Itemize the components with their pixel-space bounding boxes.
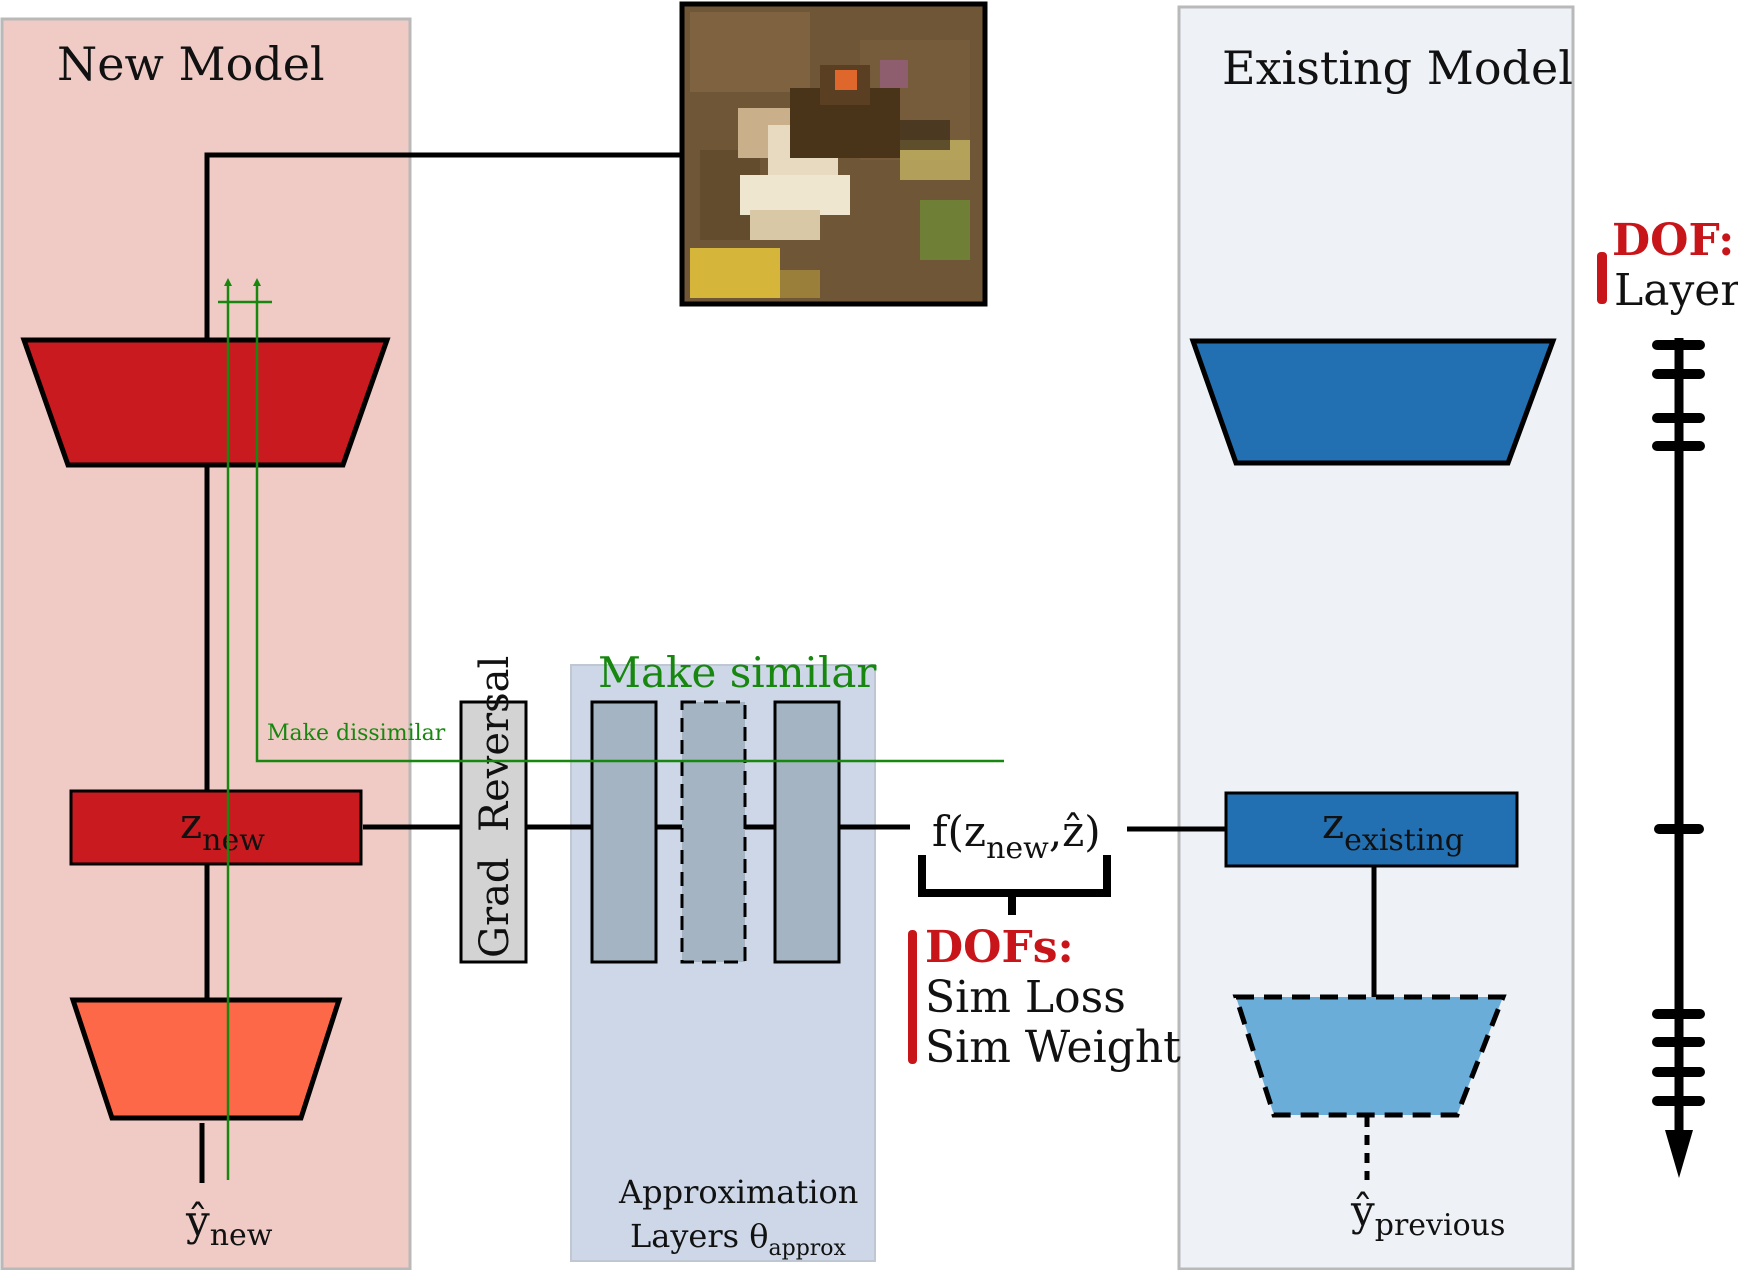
dofs-middle-marker bbox=[908, 930, 917, 1064]
dof-right-label: Layer bbox=[1614, 265, 1738, 316]
approx-layer-2-optional bbox=[680, 700, 747, 964]
connectors bbox=[199, 152, 1377, 1183]
new-latent-box bbox=[69, 789, 363, 866]
existing-model-head bbox=[1232, 994, 1507, 1118]
dof-right-heading: DOF: bbox=[1612, 215, 1734, 266]
existing-model-encoder bbox=[1189, 338, 1557, 466]
dissimilar-gradient-arrow bbox=[253, 278, 1004, 763]
layer-axis-arrowhead bbox=[1665, 1130, 1693, 1178]
approximation-caption-line1: Approximation bbox=[618, 1173, 858, 1211]
existing-latent-label: zexisting bbox=[1322, 799, 1464, 858]
new-latent-label: znew bbox=[180, 799, 265, 858]
dofs-middle-heading: DOFs: bbox=[925, 922, 1074, 973]
new-model-title: New Model bbox=[57, 37, 325, 91]
new-model-head bbox=[69, 997, 343, 1121]
input-image bbox=[679, 1, 988, 307]
approximation-caption-line2: Layers θapprox bbox=[630, 1217, 847, 1261]
existing-latent-box bbox=[1224, 791, 1519, 868]
grad-reversal-box bbox=[459, 700, 528, 964]
existing-output-label: ŷprevious bbox=[1350, 1186, 1505, 1243]
similarity-function-label: f(znew,ẑ) bbox=[932, 807, 1101, 866]
existing-model-title: Existing Model bbox=[1222, 41, 1573, 95]
approx-layer-3 bbox=[773, 700, 841, 964]
make-dissimilar-label: Make dissimilar bbox=[267, 721, 446, 746]
dof-right-marker bbox=[1597, 252, 1607, 304]
grad-reversal-label: Grad Reversal bbox=[472, 656, 518, 958]
dofs-middle-item-sim-loss: Sim Loss bbox=[925, 972, 1126, 1023]
gradient-flow bbox=[218, 278, 1004, 1180]
layer-axis bbox=[1652, 338, 1705, 1155]
similarity-brace bbox=[918, 855, 1111, 915]
new-model-encoder bbox=[20, 337, 391, 468]
dofs-middle-item-sim-weight: Sim Weight bbox=[925, 1022, 1181, 1073]
image-to-new-model-line bbox=[204, 152, 682, 340]
approx-layer-1 bbox=[590, 700, 658, 964]
make-similar-label: Make similar bbox=[598, 648, 877, 697]
layer-axis-ticks bbox=[1652, 340, 1705, 1106]
new-output-label: ŷnew bbox=[185, 1196, 273, 1253]
